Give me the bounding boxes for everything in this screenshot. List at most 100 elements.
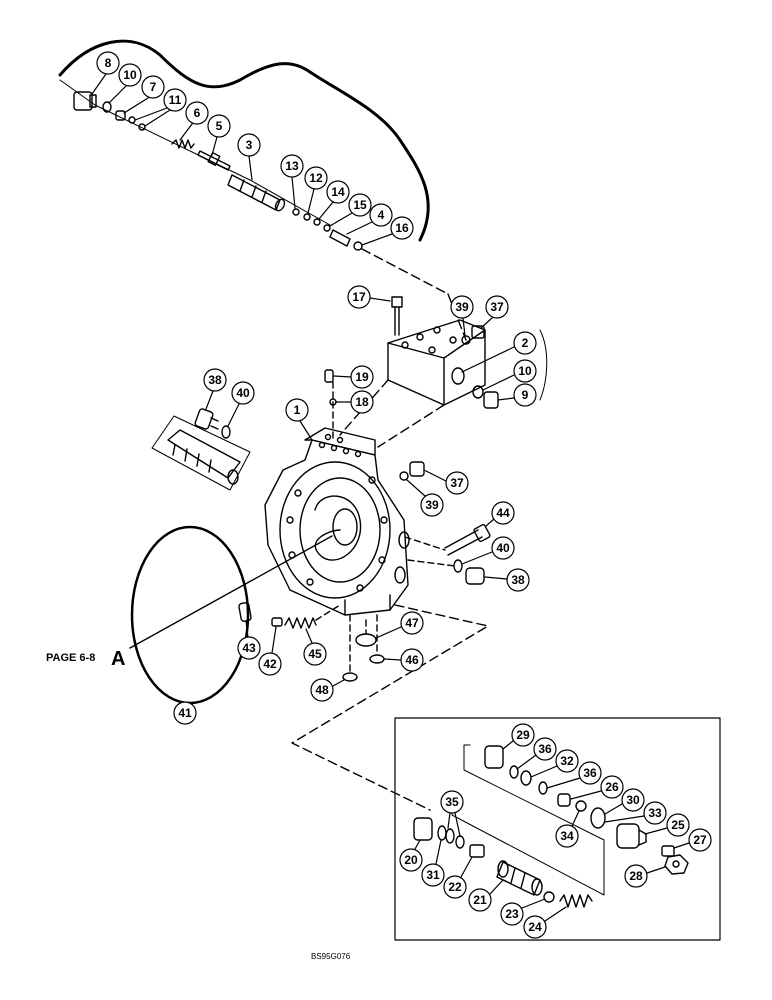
callout-1: 1 xyxy=(285,398,313,441)
callout-8: 8 xyxy=(91,51,120,95)
leader-housing-to-inset xyxy=(291,604,489,811)
callout-number: 35 xyxy=(445,795,459,809)
page-reference-label: PAGE 6-8 xyxy=(46,652,95,664)
callout-number: 33 xyxy=(648,806,662,820)
callout-number: 13 xyxy=(285,159,299,173)
callout-number: 10 xyxy=(518,364,532,378)
ring-36a xyxy=(509,765,519,779)
callout-number: 19 xyxy=(355,370,369,384)
plug-38-right xyxy=(465,567,485,585)
callout-34: 34 xyxy=(555,810,580,848)
seal-46 xyxy=(369,654,385,664)
ring-14 xyxy=(313,218,321,226)
spool-3 xyxy=(227,174,286,212)
callout-42: 42 xyxy=(258,626,282,676)
ring-12 xyxy=(303,213,311,221)
callout-39b: 39 xyxy=(406,479,444,517)
callout-number: 22 xyxy=(448,880,462,894)
valve-group-top xyxy=(58,39,449,295)
callout-30: 30 xyxy=(604,788,645,815)
callout-number: 26 xyxy=(605,780,619,794)
inset-bracket xyxy=(463,744,605,841)
plug-25 xyxy=(616,823,647,849)
main-housing-1 xyxy=(264,427,410,616)
seal-40-left xyxy=(221,425,231,439)
callout-number: 46 xyxy=(405,653,419,667)
plug-29 xyxy=(484,745,504,769)
callout-10a: 10 xyxy=(108,63,142,104)
callout-22: 22 xyxy=(443,856,473,899)
callout-number: 40 xyxy=(236,386,250,400)
leader-38-right xyxy=(407,559,456,567)
plug-9 xyxy=(483,391,499,409)
callout-33: 33 xyxy=(604,801,667,825)
nut-28 xyxy=(664,854,689,875)
ring-32 xyxy=(520,770,532,786)
callout-number: 31 xyxy=(426,868,440,882)
callout-46: 46 xyxy=(383,648,424,672)
callout-number: 23 xyxy=(505,907,519,921)
spool-21 xyxy=(496,860,543,896)
callout-48: 48 xyxy=(310,678,345,702)
callout-3: 3 xyxy=(237,133,261,181)
callout-number: 43 xyxy=(242,641,256,655)
leader-block-to-housing-2 xyxy=(377,404,445,448)
callout-44: 44 xyxy=(485,501,515,527)
plug-37-top xyxy=(471,325,485,339)
plug-20 xyxy=(413,817,433,841)
callout-number: 4 xyxy=(378,208,385,222)
callout-40b: 40 xyxy=(461,536,515,565)
bolt-44 xyxy=(444,524,491,556)
callout-26: 26 xyxy=(570,775,624,800)
callout-number: 1 xyxy=(294,403,301,417)
seal-48 xyxy=(342,672,358,682)
callout-number: 39 xyxy=(425,498,439,512)
callout-number: 10 xyxy=(123,68,137,82)
ring-31 xyxy=(437,825,447,841)
plug-37-mid xyxy=(409,461,425,477)
o-ring-47 xyxy=(355,633,377,647)
callout-39a: 39 xyxy=(450,295,474,337)
callout-number: 20 xyxy=(404,853,418,867)
callout-5: 5 xyxy=(207,114,231,156)
inset-bracket-lower xyxy=(451,799,605,896)
ring-30 xyxy=(590,807,606,829)
callout-number: 28 xyxy=(629,869,643,883)
callout-21: 21 xyxy=(468,879,504,912)
callout-number: 9 xyxy=(522,388,529,402)
pin-19 xyxy=(324,369,334,383)
callout-number: 36 xyxy=(538,742,552,756)
seal-16 xyxy=(353,241,363,251)
seal-39-top xyxy=(461,335,471,345)
callout-24: 24 xyxy=(523,906,567,939)
callout-32: 32 xyxy=(530,749,579,778)
ring-35b xyxy=(455,835,465,849)
callout-36a: 36 xyxy=(516,737,557,770)
callout-25: 25 xyxy=(644,813,690,837)
callout-number: 34 xyxy=(560,829,574,843)
callout-12: 12 xyxy=(304,166,328,214)
callout-19: 19 xyxy=(333,365,374,389)
callout-27: 27 xyxy=(673,828,712,852)
callout-number: 45 xyxy=(308,647,322,661)
callout-number: 40 xyxy=(496,541,510,555)
callout-37b: 37 xyxy=(423,469,469,495)
callout-number: 5 xyxy=(216,119,223,133)
callout-18: 18 xyxy=(335,390,374,414)
callout-9: 9 xyxy=(497,383,537,407)
callout-number: 17 xyxy=(352,290,366,304)
callouts: 8 10 7 11 6 5 3 13 12 14 15 4 16 17 39 3… xyxy=(91,51,712,939)
callout-13: 13 xyxy=(280,154,304,209)
callout-38a: 38 xyxy=(203,368,227,410)
ring-23 xyxy=(543,891,555,903)
ring-36b xyxy=(538,781,548,795)
inset-box xyxy=(394,717,721,941)
callout-number: 42 xyxy=(263,657,277,671)
callout-number: 37 xyxy=(450,476,464,490)
callout-number: 11 xyxy=(169,93,182,107)
spring-24 xyxy=(559,894,593,908)
leader-page-ref xyxy=(129,535,333,649)
callout-number: 38 xyxy=(511,573,525,587)
seal-39-mid xyxy=(399,471,409,481)
